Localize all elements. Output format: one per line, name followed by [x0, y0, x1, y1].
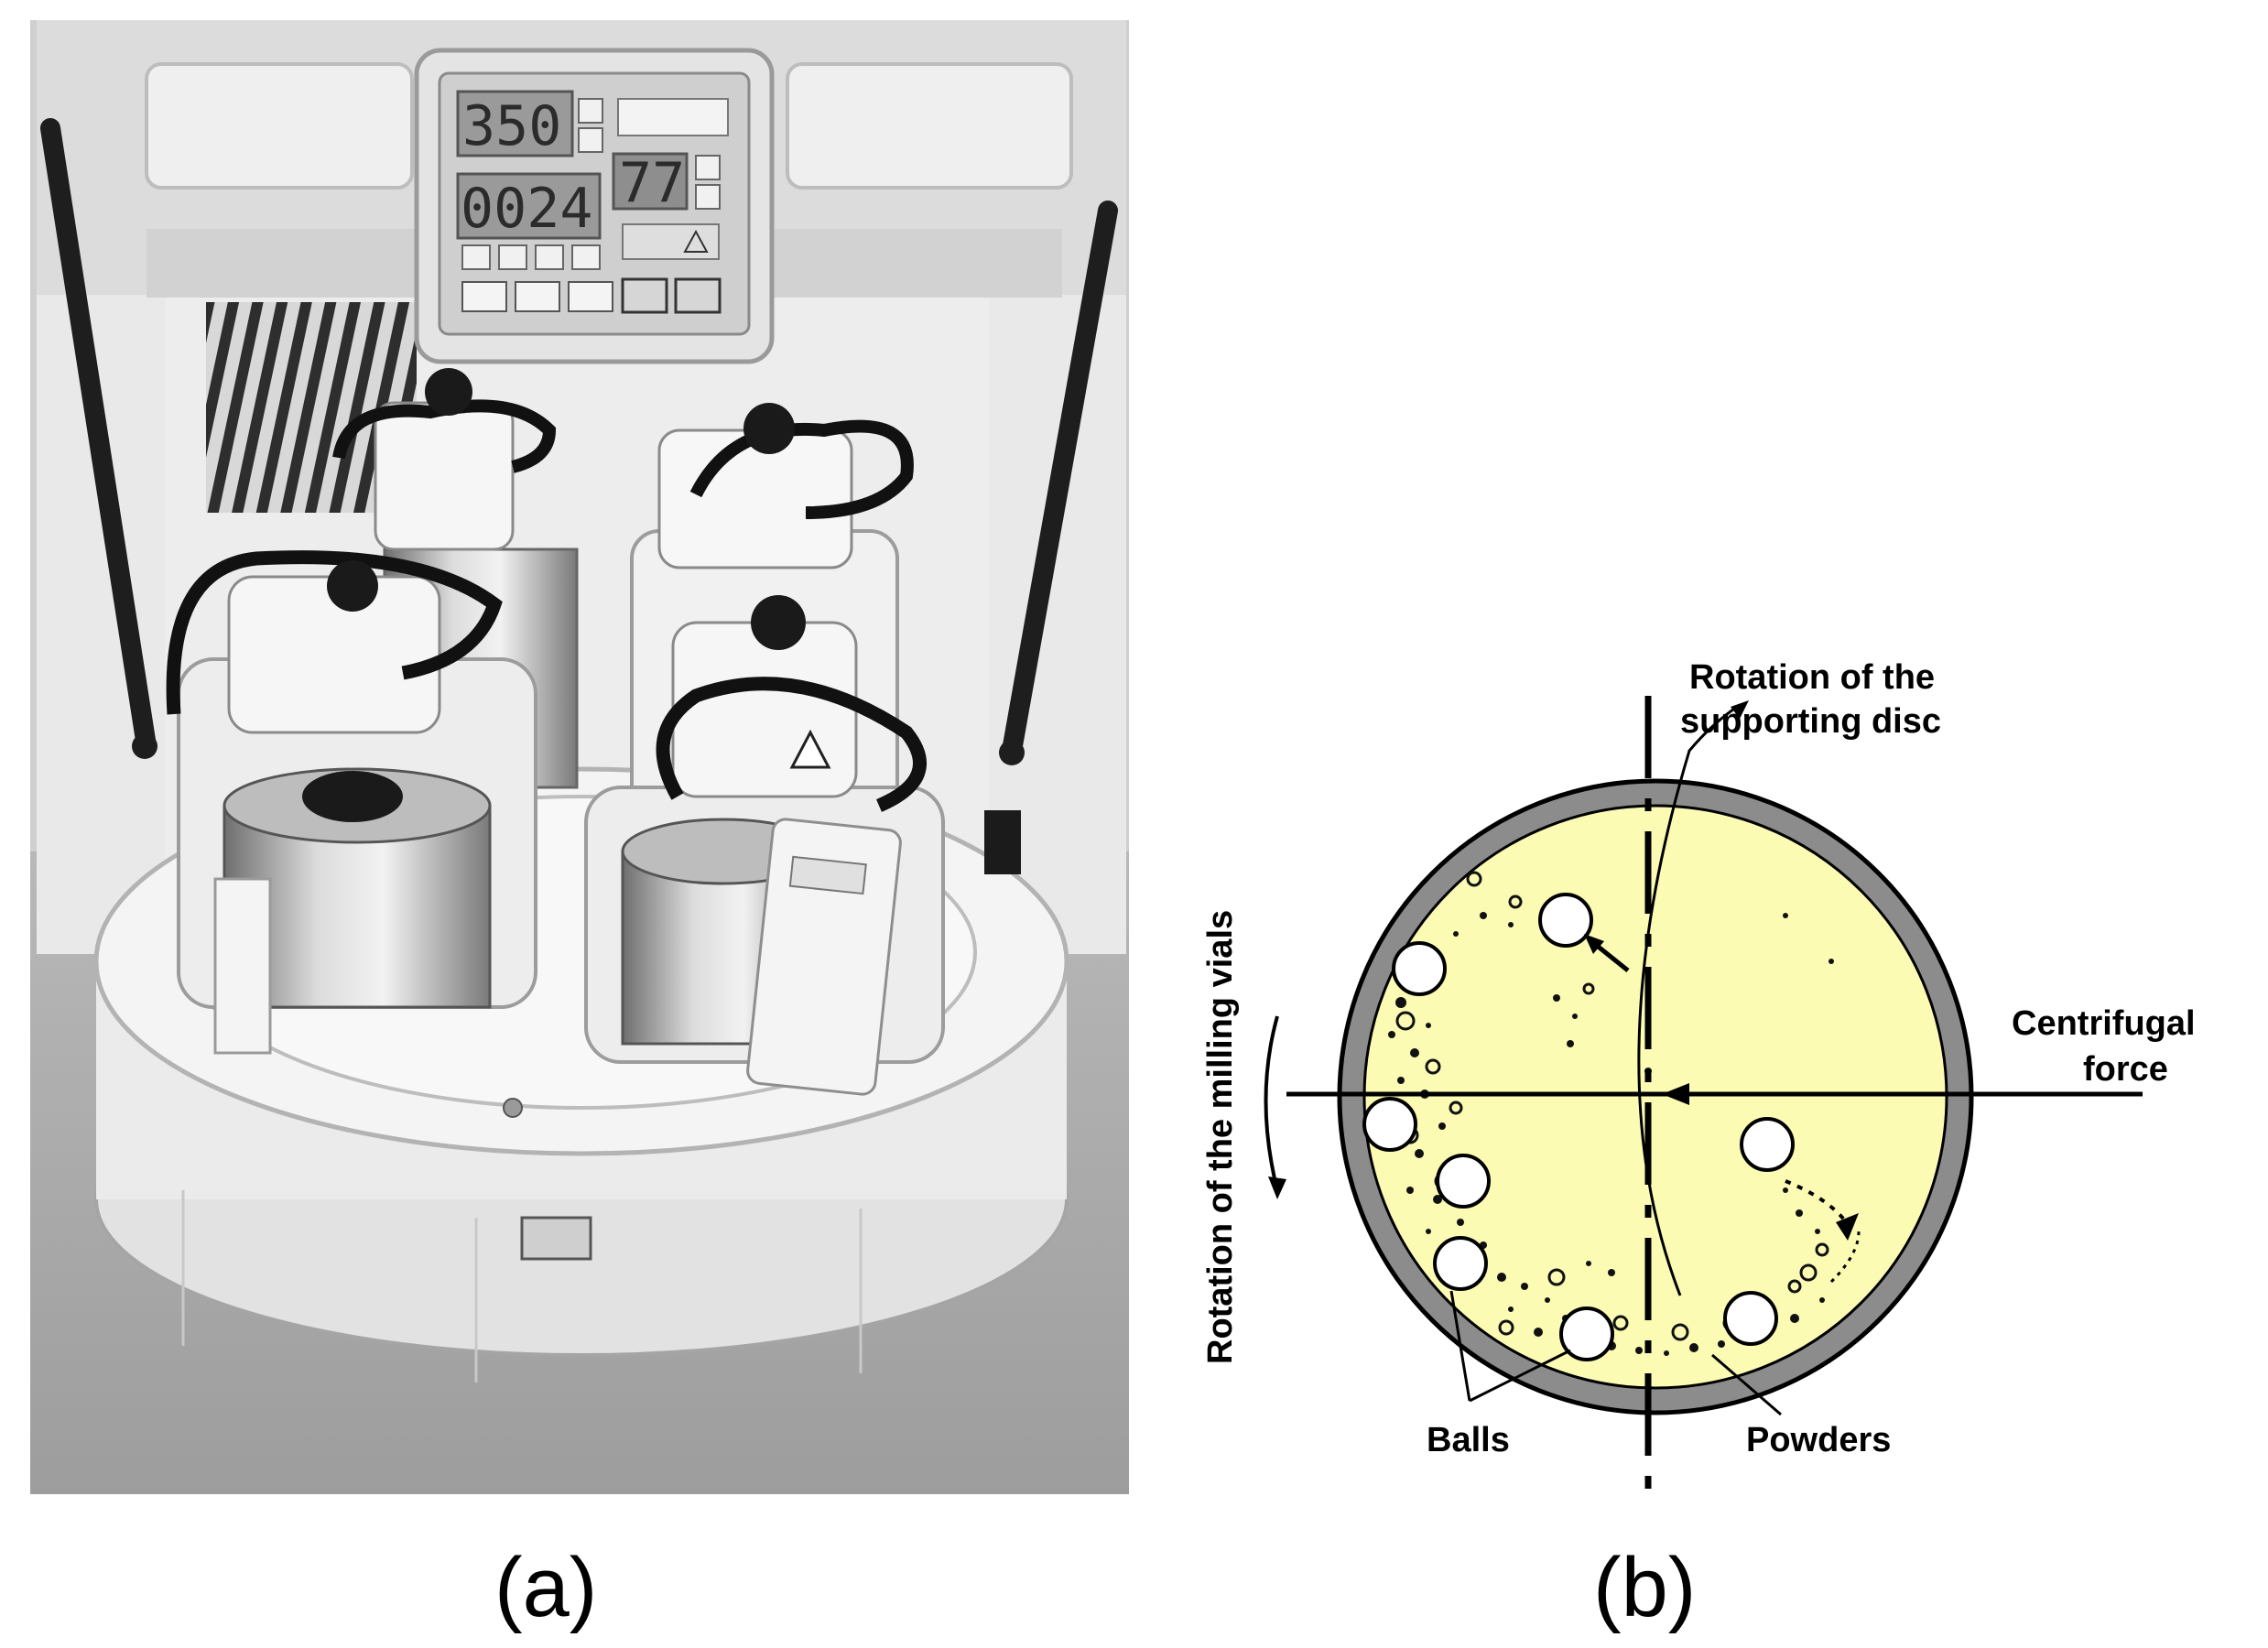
warning-sticker-icon — [789, 729, 831, 769]
label-vial-rotation: Rotation of the milling vials — [1201, 910, 1240, 1364]
ball — [1723, 1291, 1778, 1346]
disc-rotation-arrowhead — [1731, 700, 1749, 719]
ball — [1436, 1154, 1491, 1209]
stop-button[interactable] — [674, 277, 722, 314]
ball — [1392, 941, 1447, 996]
panel-b-diagram: Rotation of the supporting disc Rotation… — [1201, 658, 2196, 1502]
control-panel: 350 0024 77 — [414, 48, 775, 364]
label-centrifugal-line1: Centrifugal — [2012, 1004, 2196, 1043]
ball — [1559, 1306, 1614, 1361]
function-button-3[interactable] — [568, 281, 613, 312]
ball — [1740, 1117, 1795, 1172]
disc-rotation-curve — [1637, 703, 1741, 1296]
vial-rotation-arrowhead — [1268, 1176, 1286, 1199]
panel-b-caption: (b) — [1593, 1541, 1696, 1634]
powders-callout — [1711, 1353, 1782, 1416]
ball — [1538, 893, 1593, 948]
mill-lid-recess-left — [145, 62, 414, 190]
time-button-1[interactable] — [461, 244, 491, 270]
centrifugal-force-arrowhead — [1662, 1083, 1689, 1105]
label-centrifugal-line2: force — [2083, 1050, 2168, 1089]
cycles-display — [612, 152, 689, 211]
speed-down-button[interactable] — [578, 127, 603, 153]
vial-station-front-left — [166, 550, 537, 1055]
gas-strut-left — [40, 118, 157, 756]
ball-impact-arrowhead — [1584, 934, 1604, 954]
speed-display-value: 350 — [462, 94, 561, 158]
mill-lid-recess-right — [786, 62, 1073, 190]
ball-trajectory-arrowhead — [1836, 1213, 1859, 1241]
time-button-4[interactable] — [571, 244, 601, 270]
status-indicator — [622, 223, 720, 260]
vial-rotation-arrow — [1264, 1015, 1279, 1191]
gas-strut-right — [1002, 201, 1118, 761]
time-display — [456, 172, 602, 240]
ball — [1362, 1097, 1417, 1152]
warning-icon — [683, 229, 709, 253]
function-button-1[interactable] — [461, 281, 507, 312]
function-button-2[interactable] — [515, 281, 560, 312]
label-balls: Balls — [1427, 1421, 1510, 1459]
speed-up-button[interactable] — [578, 98, 603, 124]
strut-pivot-right — [999, 740, 1025, 765]
base-latch — [520, 1216, 592, 1261]
panel-a-photo: 350 0024 77 — [30, 20, 1129, 1494]
side-switch — [984, 810, 1021, 874]
speed-display — [456, 90, 574, 157]
label-powders: Powders — [1746, 1421, 1891, 1459]
cycles-up-button[interactable] — [695, 155, 721, 180]
balls — [1362, 893, 1795, 1361]
cycles-down-button[interactable] — [695, 184, 721, 210]
ball — [1433, 1236, 1488, 1291]
panel-a-caption: (a) — [494, 1541, 597, 1634]
time-button-2[interactable] — [498, 244, 527, 270]
balls-callout-2 — [1469, 1349, 1571, 1403]
time-button-3[interactable] — [535, 244, 564, 270]
vial-interior — [1362, 804, 1948, 1390]
disc-center-screw — [503, 1098, 523, 1118]
start-button[interactable] — [621, 277, 668, 314]
balls-callout-1 — [1449, 1290, 1471, 1402]
cycles-display-value: 77 — [619, 151, 685, 215]
time-display-value: 0024 — [461, 177, 593, 241]
label-disc-rotation-line1: Rotation of the — [1689, 658, 1935, 697]
strut-pivot-left — [132, 733, 157, 759]
label-disc-rotation-line2: supporting disc — [1680, 702, 1941, 741]
brand-plate — [617, 98, 729, 136]
vial-station-front-right — [584, 595, 945, 1096]
